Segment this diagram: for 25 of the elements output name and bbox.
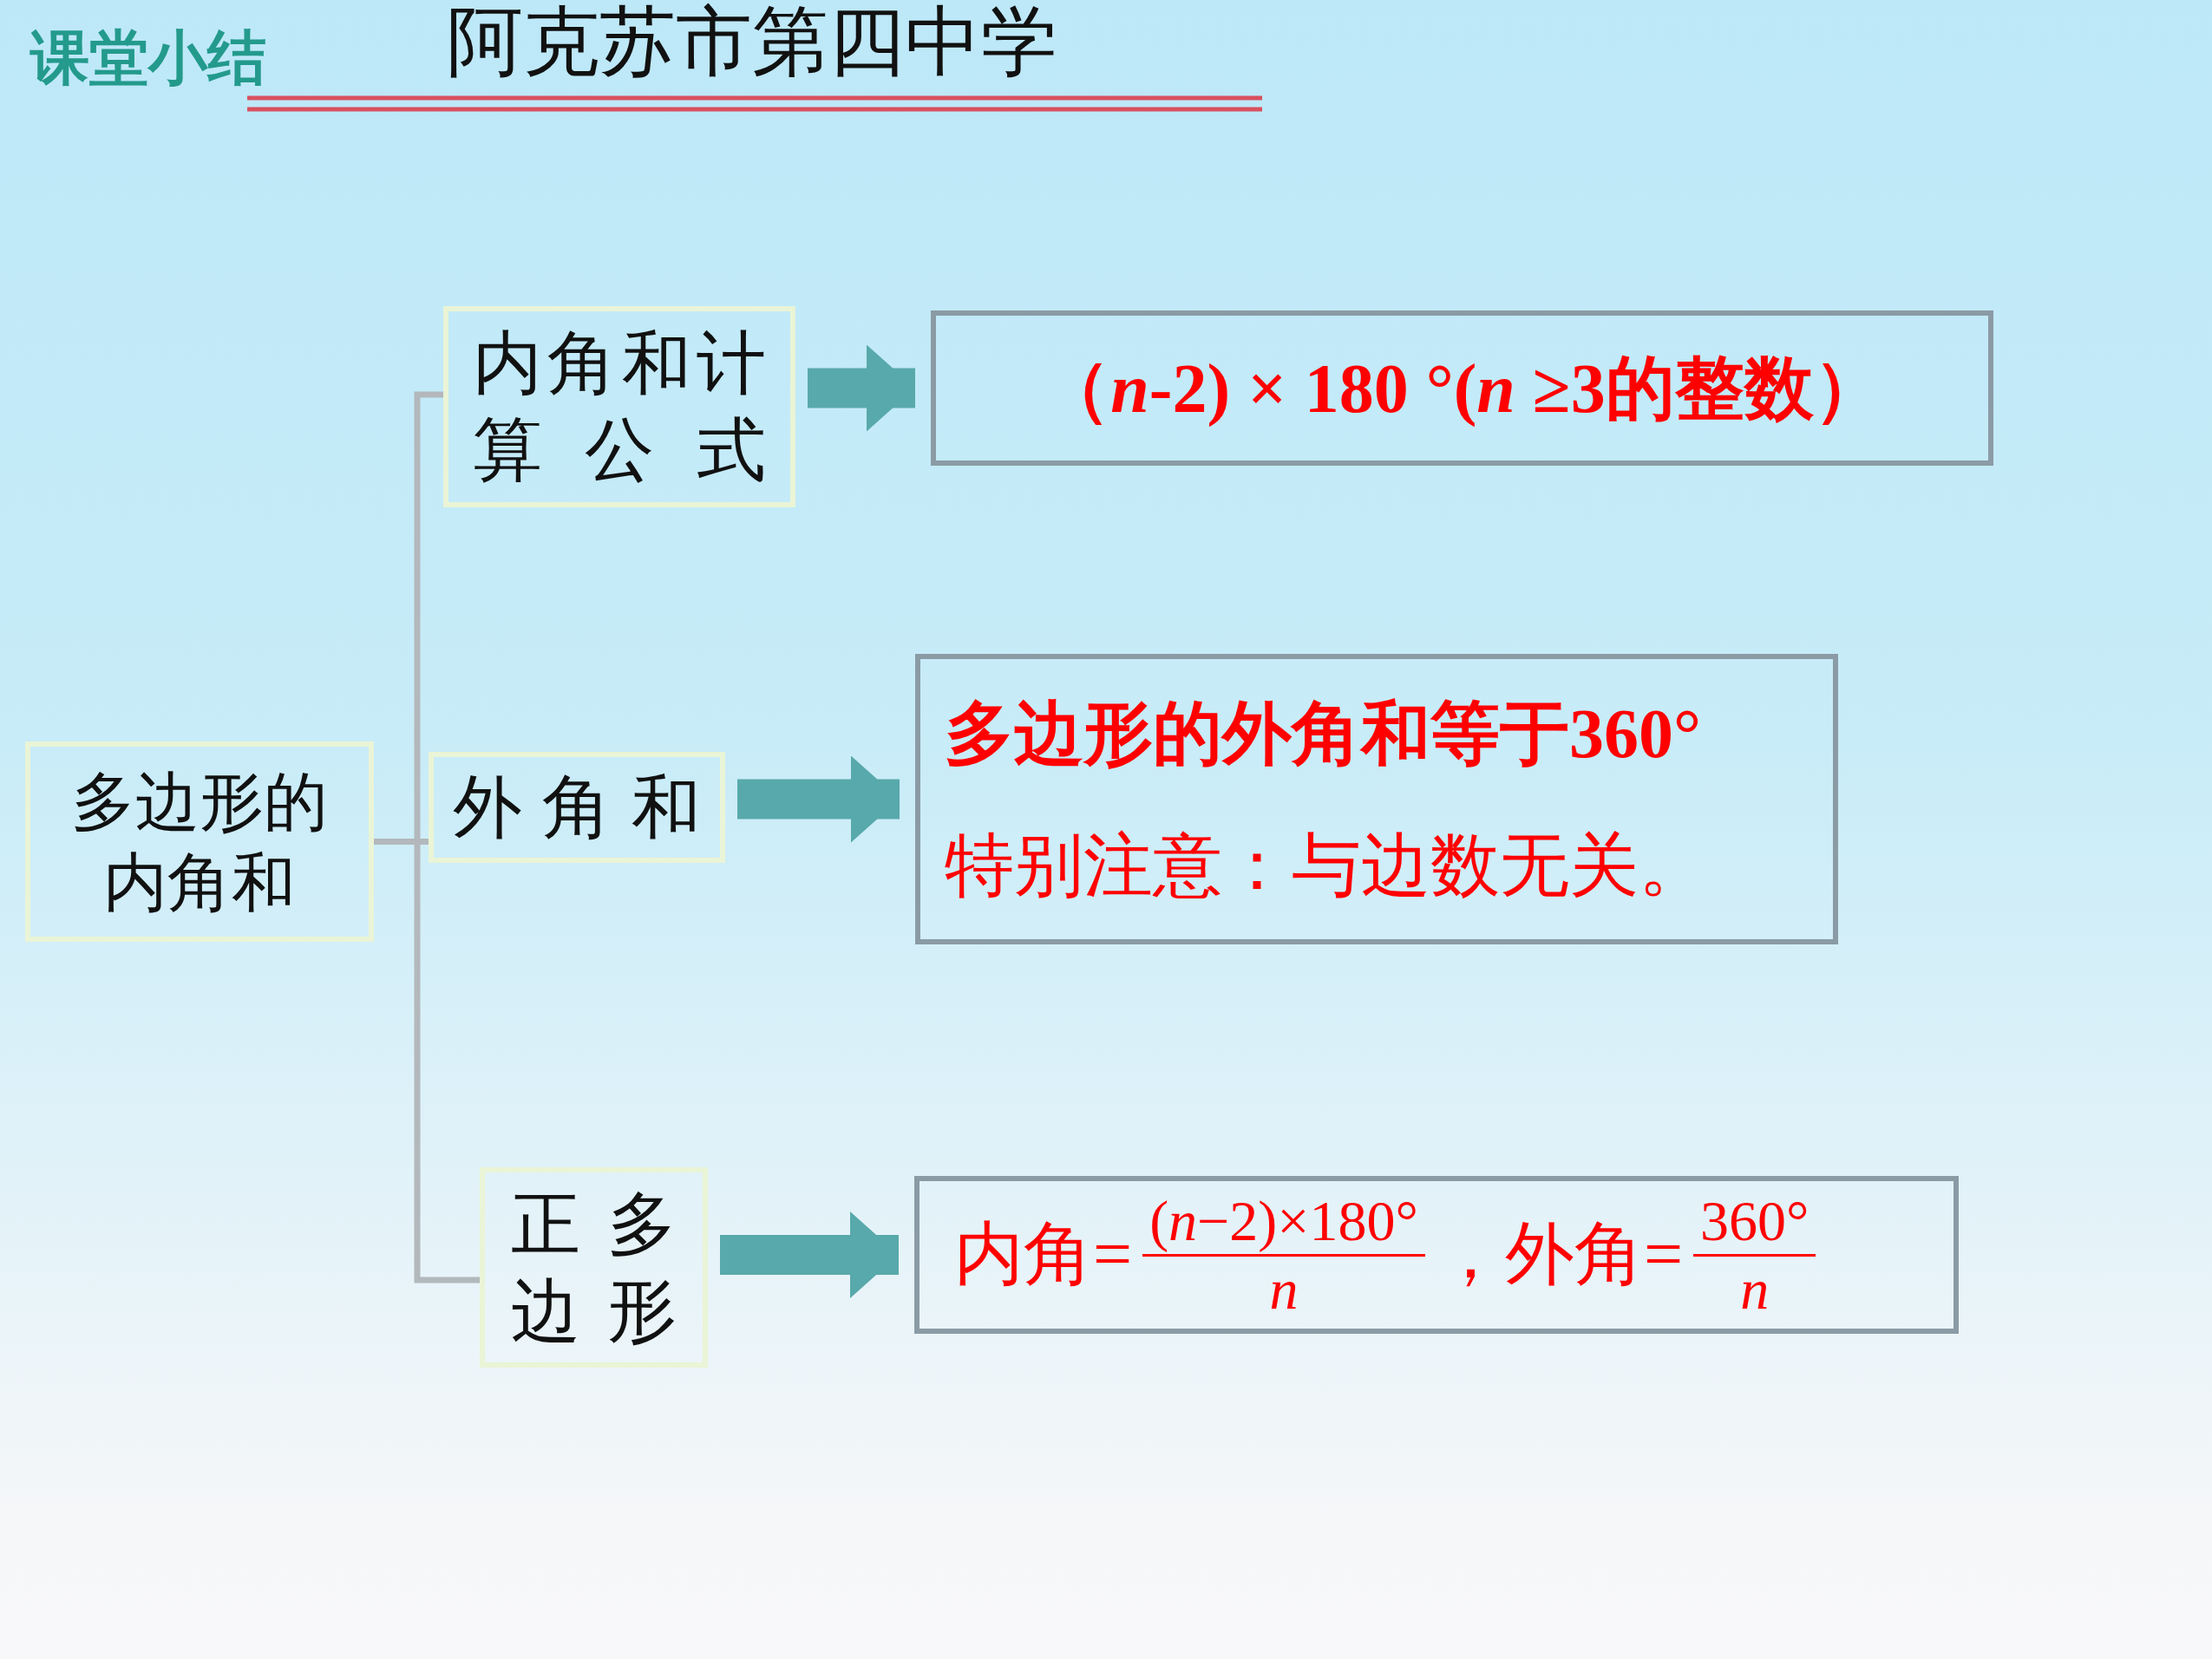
numerator: 360° (1693, 1187, 1816, 1257)
title: 阿克苏市第四中学 (447, 0, 1057, 84)
formula-text: ，外角= (1435, 1215, 1684, 1294)
category-box (480, 1167, 708, 1368)
category-label: 正多边形 (511, 1182, 677, 1353)
result-box (915, 654, 1838, 944)
arrow (808, 344, 915, 432)
formula-text: 内角= (954, 1215, 1133, 1294)
numerator: (n−2)×180° (1142, 1187, 1425, 1257)
category-label: 外角和 (453, 766, 701, 849)
formula-box (931, 310, 1993, 466)
category-label: 内角和计算公式 (473, 322, 766, 492)
topic-box (25, 741, 374, 942)
arrow (720, 1212, 899, 1298)
formula-box (914, 1176, 1959, 1334)
section-heading: 课堂小结 (30, 26, 266, 91)
result-text: 特别注意：与边数无关。 (945, 826, 1709, 905)
category-box (429, 752, 725, 863)
formula-text: （n-2) × 180 °(n ≥3的整数） (1040, 349, 1884, 428)
arrow (737, 755, 900, 843)
denominator: n (1740, 1256, 1770, 1323)
category-box (443, 306, 795, 507)
result-text: 多边形的外角和等于360° (945, 694, 1702, 774)
denominator: n (1269, 1256, 1299, 1323)
category-label: 多边形的内角和 (70, 763, 329, 921)
